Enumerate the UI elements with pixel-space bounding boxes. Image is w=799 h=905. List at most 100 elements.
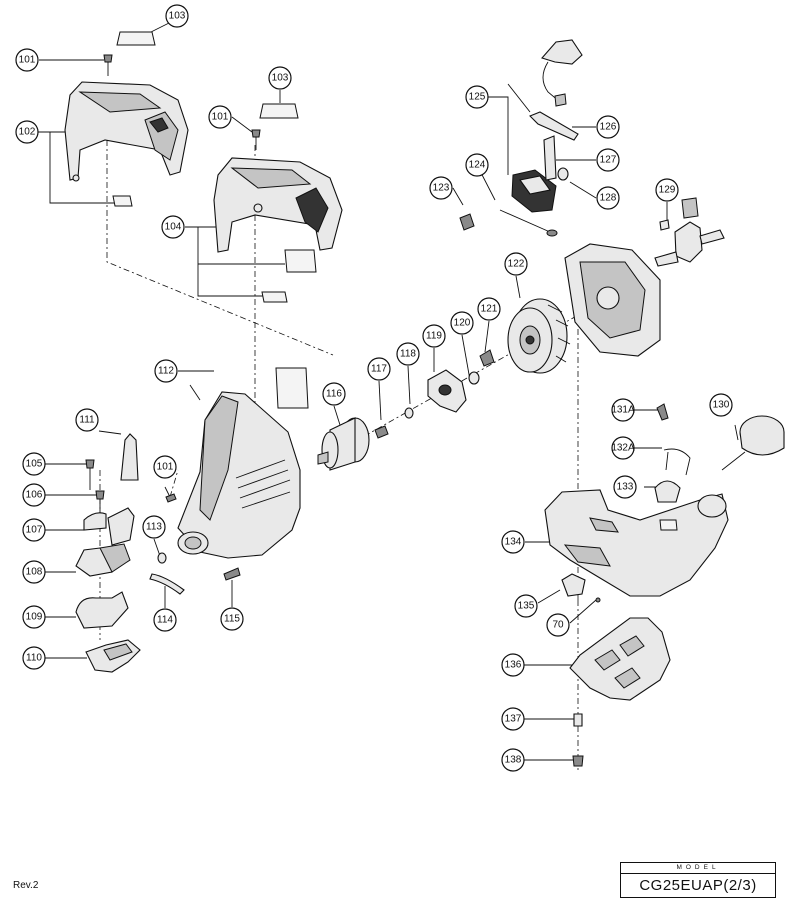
svg-text:129: 129 <box>659 185 676 196</box>
callout-115: 115 <box>220 607 244 631</box>
callout-128: 128 <box>596 186 620 210</box>
callout-122: 122 <box>504 252 528 276</box>
alignment-lines <box>99 84 641 770</box>
svg-text:111: 111 <box>79 415 95 426</box>
svg-text:124: 124 <box>469 160 486 171</box>
svg-text:127: 127 <box>600 155 617 166</box>
fuel-line-parts-131-133 <box>654 403 691 503</box>
callout-135: 135 <box>514 594 538 618</box>
svg-text:103: 103 <box>169 11 186 22</box>
svg-text:136: 136 <box>505 660 522 671</box>
upper-cover-102 <box>64 81 189 207</box>
svg-text:130: 130 <box>713 400 730 411</box>
callout-129: 129 <box>655 178 679 202</box>
callout-106: 106 <box>22 483 46 507</box>
svg-text:104: 104 <box>165 222 182 233</box>
callout-104: 104 <box>161 215 185 239</box>
spark-plug-cap-111 <box>120 433 139 481</box>
model-name: CG25EUAP(2/3) <box>639 877 757 894</box>
flywheel-122 <box>507 298 571 374</box>
svg-text:116: 116 <box>326 389 342 400</box>
svg-text:123: 123 <box>433 183 450 194</box>
callout-138: 138 <box>501 748 525 772</box>
callout-103-mid: 103 <box>268 66 292 90</box>
callout-137: 137 <box>501 707 525 731</box>
callout-132a: 132A <box>611 436 635 460</box>
callout-103-top: 103 <box>165 4 189 28</box>
svg-text:131A: 131A <box>611 405 635 416</box>
screws-101 <box>103 54 261 503</box>
svg-text:115: 115 <box>224 614 240 625</box>
svg-text:126: 126 <box>600 122 617 133</box>
callout-105: 105 <box>22 452 46 476</box>
callout-131a: 131A <box>611 398 635 422</box>
svg-text:138: 138 <box>505 755 522 766</box>
svg-text:137: 137 <box>505 714 522 725</box>
ignition-coil-124 <box>459 169 558 237</box>
tank-mount-parts-135-138 <box>561 573 671 767</box>
svg-text:70: 70 <box>552 620 564 631</box>
svg-text:112: 112 <box>158 366 174 377</box>
svg-text:106: 106 <box>26 490 43 501</box>
svg-text:102: 102 <box>19 127 36 138</box>
callout-111: 111 <box>75 408 99 432</box>
callout-108: 108 <box>22 560 46 584</box>
svg-text:108: 108 <box>26 567 43 578</box>
callout-70: 70 <box>546 613 570 637</box>
svg-text:120: 120 <box>454 318 471 329</box>
svg-text:134: 134 <box>505 537 522 548</box>
crankcase <box>564 243 661 357</box>
svg-text:101: 101 <box>19 55 36 66</box>
callout-133: 133 <box>613 475 637 499</box>
clutch-drum-116 <box>317 417 370 471</box>
callout-114: 114 <box>153 608 177 632</box>
clutch-parts-117-121 <box>374 349 495 439</box>
svg-text:128: 128 <box>600 193 617 204</box>
fan-housing-112 <box>177 391 301 559</box>
callout-113: 113 <box>142 515 166 539</box>
callout-120: 120 <box>450 311 474 335</box>
callout-101-mid: 101 <box>208 105 232 129</box>
model-caption: MODEL <box>621 863 775 874</box>
svg-text:118: 118 <box>400 349 416 360</box>
callout-126: 126 <box>596 115 620 139</box>
model-box: MODEL CG25EUAP(2/3) <box>620 862 776 898</box>
svg-text:110: 110 <box>26 653 42 664</box>
svg-text:114: 114 <box>157 615 173 626</box>
callout-134: 134 <box>501 530 525 554</box>
svg-text:101: 101 <box>212 112 229 123</box>
svg-text:119: 119 <box>426 331 442 342</box>
svg-text:107: 107 <box>26 525 43 536</box>
callout-124: 124 <box>465 153 489 177</box>
svg-text:105: 105 <box>26 459 43 470</box>
crankshaft-129 <box>654 197 725 267</box>
svg-text:135: 135 <box>518 601 535 612</box>
svg-text:125: 125 <box>469 92 486 103</box>
callout-112: 112 <box>154 359 178 383</box>
callout-110: 110 <box>22 646 46 670</box>
callout-116: 116 <box>322 382 346 406</box>
fuel-cap-130 <box>721 415 785 471</box>
callout-125: 125 <box>465 85 489 109</box>
callout-118: 118 <box>396 342 420 366</box>
svg-text:133: 133 <box>617 482 634 493</box>
svg-text:117: 117 <box>371 364 387 375</box>
callout-102: 102 <box>15 120 39 144</box>
callout-123: 123 <box>429 176 453 200</box>
callout-119: 119 <box>422 324 446 348</box>
callout-127: 127 <box>596 148 620 172</box>
svg-text:109: 109 <box>26 612 43 623</box>
callout-101-low: 101 <box>153 455 177 479</box>
callout-117: 117 <box>367 357 391 381</box>
callout-130: 130 <box>709 393 733 417</box>
labels-103 <box>116 31 299 119</box>
revision-label: Rev.2 <box>13 880 39 891</box>
svg-text:122: 122 <box>508 259 525 270</box>
lower-cover-104 <box>213 157 343 409</box>
svg-text:121: 121 <box>481 304 498 315</box>
svg-text:113: 113 <box>146 522 162 533</box>
leader-lines <box>38 22 739 761</box>
callout-109: 109 <box>22 605 46 629</box>
callout-101-top: 101 <box>15 48 39 72</box>
